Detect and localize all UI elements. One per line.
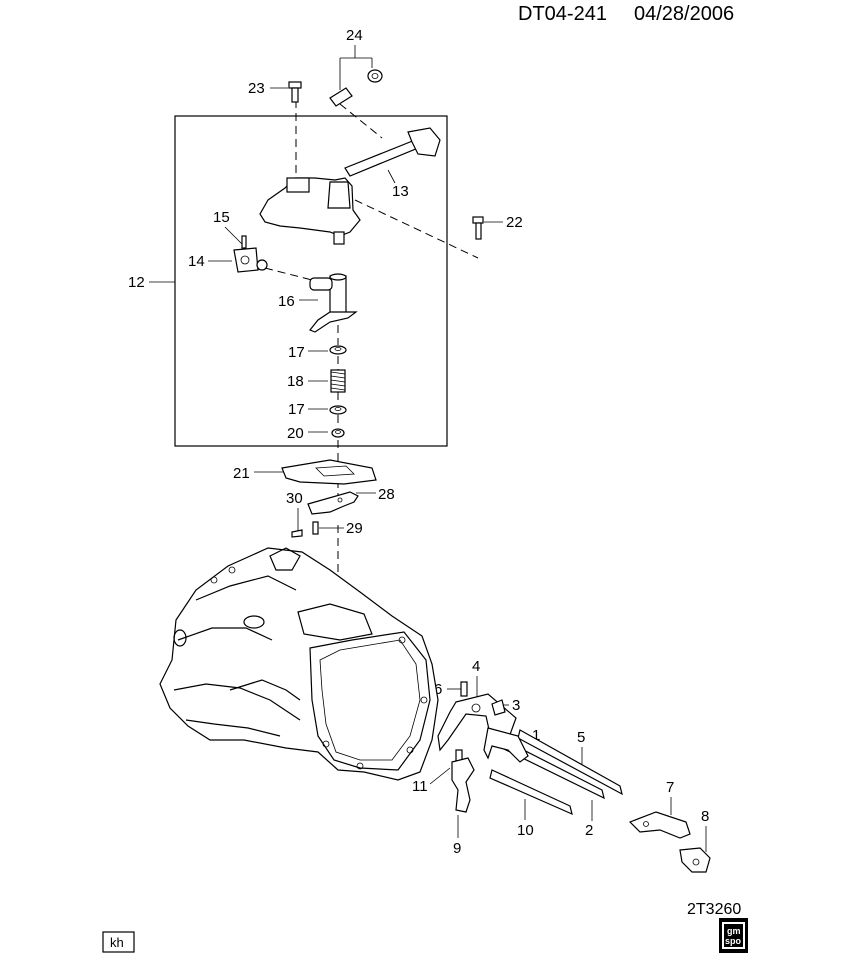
callout-23-label: 23: [248, 80, 265, 97]
rail-10: [489, 769, 573, 816]
pin-14-axis: [264, 267, 313, 281]
washer-17-upper: [329, 345, 347, 355]
callout-29: 29: [319, 520, 363, 537]
shift-fork-1: [483, 727, 529, 763]
callout-3-label: 3: [512, 697, 520, 714]
callout-15-label: 15: [213, 209, 230, 226]
callout-21-label: 21: [233, 465, 250, 482]
callout-1-label: 1: [532, 727, 540, 744]
callout-6: 6: [434, 681, 461, 698]
bracket-8: [679, 847, 711, 873]
callout-15: 15: [213, 209, 243, 245]
control-housing-12: [259, 177, 361, 245]
callout-2-label: 2: [585, 822, 593, 839]
callout-13: 13: [387, 169, 409, 200]
callout-7: 7: [666, 779, 674, 815]
callout-16: 16: [278, 293, 318, 310]
callout-30-label: 30: [286, 490, 303, 507]
screw-30: [291, 529, 303, 538]
illustration-code: 2T3260: [687, 901, 741, 918]
callout-17-lower: 17: [288, 401, 328, 418]
callout-14-label: 14: [188, 253, 205, 270]
shift-fork-9: [451, 757, 475, 813]
callout-18: 18: [287, 373, 328, 390]
callout-10: 10: [517, 799, 534, 839]
callout-28: 28: [356, 486, 395, 503]
callout-11: 11: [412, 767, 451, 795]
callout-16-label: 16: [278, 293, 295, 310]
shift-lug-7: [628, 811, 691, 839]
callout-20-label: 20: [287, 425, 304, 442]
callout-6-label: 6: [434, 681, 442, 698]
block-14: [233, 247, 268, 273]
spring-18: [330, 369, 346, 393]
washer-17-lower: [329, 405, 347, 415]
logo-line1: gm: [727, 926, 741, 936]
callout-14: 14: [188, 253, 232, 270]
pin-29: [312, 521, 319, 535]
callout-11-label: 11: [412, 778, 428, 795]
ring-20: [331, 428, 345, 438]
callout-18-label: 18: [287, 373, 304, 390]
callout-9: 9: [453, 815, 461, 857]
pin-6: [460, 681, 468, 697]
bolt-23: [288, 81, 302, 103]
bolt-22-axis: [354, 199, 479, 259]
callout-22-label: 22: [506, 214, 523, 231]
fitting-24-axis: [339, 103, 383, 139]
callout-10-label: 10: [517, 822, 534, 839]
shift-lever-16: [309, 273, 358, 333]
gasket-21: [281, 459, 377, 485]
callout-22: 22: [484, 214, 523, 231]
doc-code: DT04-241: [518, 3, 607, 25]
pin-15: [241, 235, 247, 249]
initials-box: kh: [102, 931, 135, 953]
callout-17-upper-label: 17: [288, 344, 305, 361]
callout-13-label: 13: [392, 183, 409, 200]
fitting-24: [329, 69, 383, 107]
callout-12-label: 12: [128, 274, 145, 291]
callout-5-label: 5: [577, 729, 585, 746]
callout-24: 24: [339, 27, 373, 90]
gm-spo-logo: gm spo: [719, 918, 748, 953]
callout-12: 12: [128, 274, 175, 291]
callout-20: 20: [287, 425, 328, 442]
pin-3: [491, 699, 506, 716]
rail-5: [517, 729, 623, 796]
callout-30: 30: [286, 490, 303, 532]
callout-9-label: 9: [453, 840, 461, 857]
logo-line2: spo: [725, 936, 742, 946]
initials-text: kh: [110, 935, 124, 950]
assembly-group-box: [174, 115, 448, 447]
callout-7-label: 7: [666, 779, 674, 796]
callout-23: 23: [248, 80, 288, 97]
callout-17-lower-label: 17: [288, 401, 305, 418]
callout-17-upper: 17: [288, 344, 328, 361]
callout-8-label: 8: [701, 808, 709, 825]
transaxle-case: [159, 547, 439, 781]
callout-21: 21: [233, 465, 284, 482]
callout-2: 2: [585, 800, 593, 839]
shift-rails: [489, 729, 623, 816]
plate-28: [307, 491, 359, 515]
callout-8: 8: [701, 808, 709, 852]
shift-shaft-13: [344, 127, 441, 177]
doc-date: 04/28/2006: [634, 3, 734, 25]
callout-4-label: 4: [472, 658, 480, 675]
bolt-22: [472, 216, 484, 240]
callout-29-label: 29: [346, 520, 363, 537]
callout-28-label: 28: [378, 486, 395, 503]
callout-24-label: 24: [346, 27, 363, 44]
